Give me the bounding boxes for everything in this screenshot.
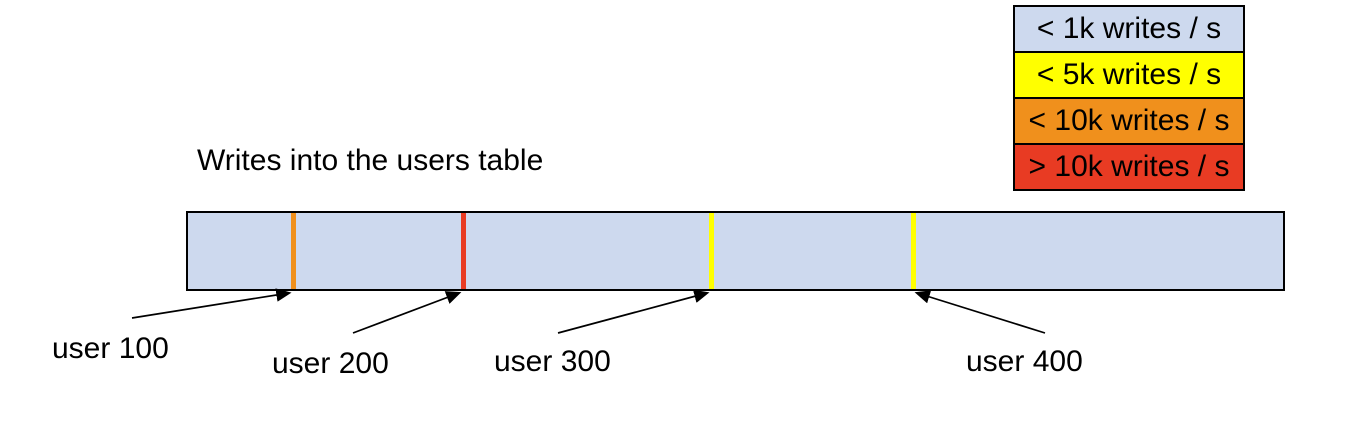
label-user-400: user 400 — [966, 345, 1083, 378]
users-table-bar — [186, 211, 1285, 291]
arrow-user-300 — [557, 289, 710, 334]
arrow-user-100 — [131, 288, 292, 319]
legend-item-lt-10k: < 10k writes / s — [1013, 97, 1245, 145]
diagram-title: Writes into the users table — [197, 144, 544, 177]
legend-item-lt-1k: < 1k writes / s — [1013, 5, 1245, 53]
label-user-100: user 100 — [52, 332, 169, 365]
legend-item-label: > 10k writes / s — [1028, 150, 1230, 183]
legend-item-label: < 5k writes / s — [1036, 58, 1222, 91]
hotspot-stripe-user-100 — [291, 213, 296, 289]
hotspot-stripe-user-200 — [461, 213, 466, 289]
label-user-300: user 300 — [494, 345, 611, 378]
legend-item-label: < 10k writes / s — [1028, 104, 1230, 137]
arrow-user-200 — [352, 291, 462, 334]
legend-item-gt-10k: > 10k writes / s — [1013, 143, 1245, 191]
legend: < 1k writes / s < 5k writes / s < 10k wr… — [1013, 5, 1245, 191]
label-user-200: user 200 — [272, 347, 389, 380]
hotspot-stripe-user-300 — [709, 213, 714, 289]
hotspot-stripe-user-400 — [911, 213, 916, 289]
arrow-user-400 — [914, 290, 1046, 334]
legend-item-label: < 1k writes / s — [1036, 12, 1222, 45]
legend-item-lt-5k: < 5k writes / s — [1013, 51, 1245, 99]
